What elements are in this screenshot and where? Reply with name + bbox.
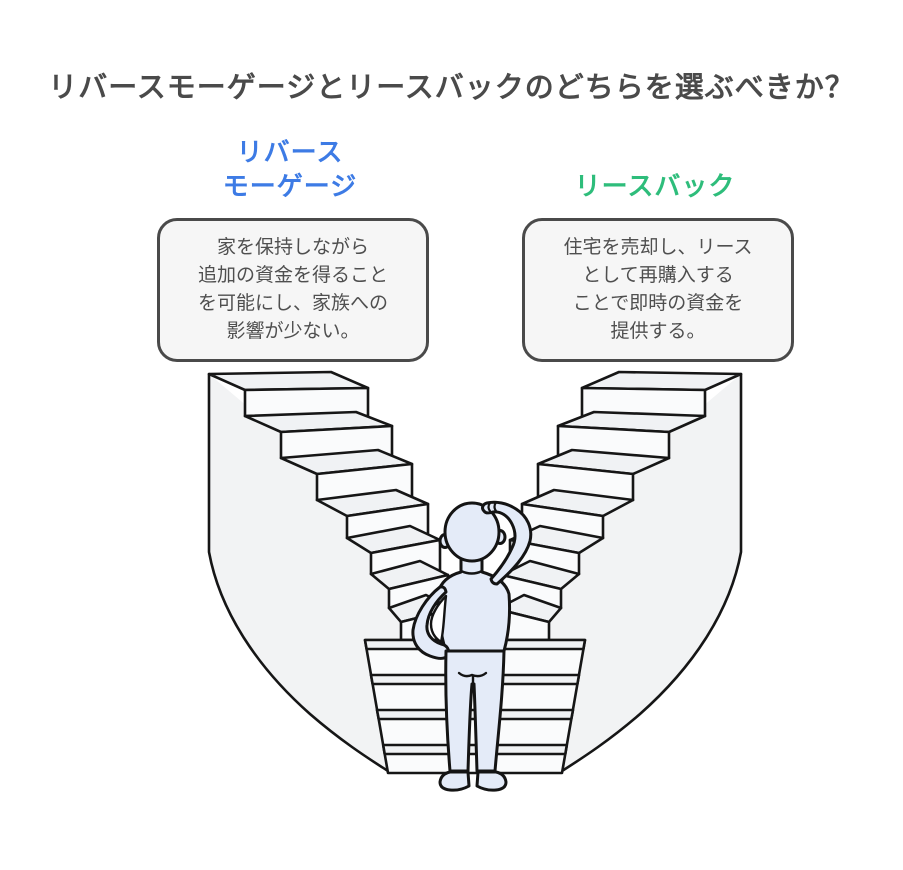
- person-arm-gap: [429, 594, 448, 644]
- person-foot-right: [475, 770, 508, 792]
- right-staircase: [495, 370, 743, 642]
- person-torso: [436, 548, 511, 653]
- option-label-reverse-mortgage: リバース モーゲージ: [222, 137, 358, 201]
- person-head: [443, 501, 501, 563]
- option-label-leaseback: リースバック: [574, 171, 736, 201]
- description-box-reverse-mortgage: 家を保持しながら 追加の資金を得ること を可能にし、家族への 影響が少ない。: [157, 218, 429, 362]
- person-waistband: [457, 671, 488, 686]
- person-collar: [459, 569, 484, 575]
- left-wall: [207, 372, 420, 773]
- page-title: リバースモーゲージとリースバックのどちらを選ぶべきか？: [48, 72, 855, 104]
- person-left-arm: [411, 585, 451, 660]
- person-hand-fingers: [487, 500, 498, 513]
- thinking-person-figure: [411, 500, 533, 792]
- description-box-leaseback: 住宅を売却し、リース として再購入する ことで即時の資金を 提供する。: [522, 218, 794, 362]
- description-text-reverse-mortgage: 家を保持しながら 追加の資金を得ること を可能にし、家族への 影響が少ない。: [197, 237, 388, 342]
- person-foot-left: [438, 770, 471, 792]
- person-right-arm: [481, 500, 533, 586]
- description-text-leaseback: 住宅を売却し、リース として再購入する ことで即時の資金を 提供する。: [563, 237, 753, 342]
- right-wall: [530, 372, 743, 773]
